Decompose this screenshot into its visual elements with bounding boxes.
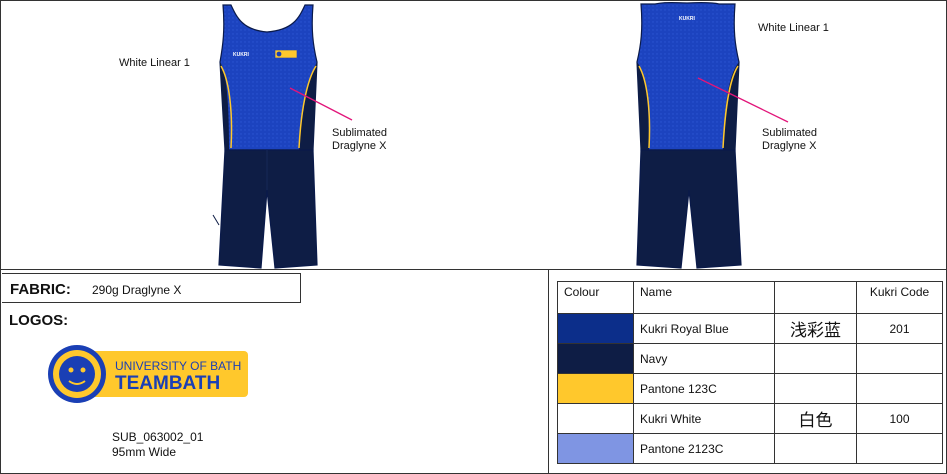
colour-name: Navy [633,343,775,374]
back-neck-brand: KUKRI [679,16,695,22]
colour-name: Pantone 2123C [633,433,775,464]
colour-cn: 浅彩蓝 [774,313,857,344]
back-trim-callout: White Linear 1 [758,22,829,34]
colour-row: Pantone 123C [557,373,943,404]
colour-table: Colour Name Kukri Code Kukri Royal Blue … [557,281,943,464]
divider-vertical [548,269,549,474]
colour-row: Kukri Royal Blue 浅彩蓝 201 [557,313,943,344]
front-fabric-callout: Sublimated Draglyne X [332,127,388,152]
team-bath-logo: UNIVERSITY OF BATH TEAMBATH [48,345,248,403]
colour-code: 100 [856,403,943,434]
svg-text:UNIVERSITY OF BATH: UNIVERSITY OF BATH [115,359,241,373]
colour-code [856,373,943,404]
header-colour: Colour [557,281,634,314]
colour-name: Kukri Royal Blue [633,313,775,344]
colour-swatch [557,403,634,434]
back-side-panel-left [637,62,649,150]
colour-row: Pantone 2123C [557,433,943,464]
divider-horizontal [0,269,947,270]
colour-swatch [557,373,634,404]
colour-cn [774,373,857,404]
colour-table-header: Colour Name Kukri Code [557,281,943,314]
front-chest-logo [274,49,298,59]
header-code: Kukri Code [856,281,943,314]
colour-row: Navy [557,343,943,374]
callout-lines [289,77,789,123]
back-top-panel [636,1,740,151]
svg-text:TEAMBATH: TEAMBATH [115,373,220,394]
front-trim-callout: White Linear 1 [119,57,190,69]
colour-swatch [557,433,634,464]
colour-cn [774,433,857,464]
front-shorts [218,149,318,269]
colour-swatch [557,343,634,374]
logo-spec: SUB_063002_01 95mm Wide [112,430,203,460]
logo-size: 95mm Wide [112,445,177,459]
colour-swatch [557,313,634,344]
colour-code: 201 [856,313,943,344]
colour-cn: 白色 [774,403,857,434]
logo-code: SUB_063002_01 [112,430,204,444]
back-fabric-callout: Sublimated Draglyne X [762,127,818,152]
fabric-label: FABRIC: [10,281,71,298]
front-chest-brand: KUKRI [233,52,249,58]
header-cn [774,281,857,314]
colour-row: Kukri White 白色 100 [557,403,943,434]
colour-code [856,343,943,374]
header-name: Name [633,281,775,314]
front-piping-right [298,65,317,149]
back-garment: KUKRI [636,1,742,269]
colour-name: Kukri White [633,403,775,434]
front-side-panel-left [220,62,229,150]
fabric-value: 290g Draglyne X [92,283,182,297]
back-piping-left [638,65,651,149]
fabric-box: FABRIC: 290g Draglyne X [2,273,301,303]
back-side-panel-right [723,62,739,150]
front-top-panel [219,4,318,151]
back-shorts [636,149,742,269]
colour-code [856,433,943,464]
front-side-panel-right [299,62,317,150]
colour-cn [774,343,857,374]
logos-label: LOGOS: [9,312,69,329]
colour-name: Pantone 123C [633,373,775,404]
front-piping-left [220,65,233,149]
front-garment: KUKRI [212,4,318,269]
back-piping-right [722,65,739,149]
